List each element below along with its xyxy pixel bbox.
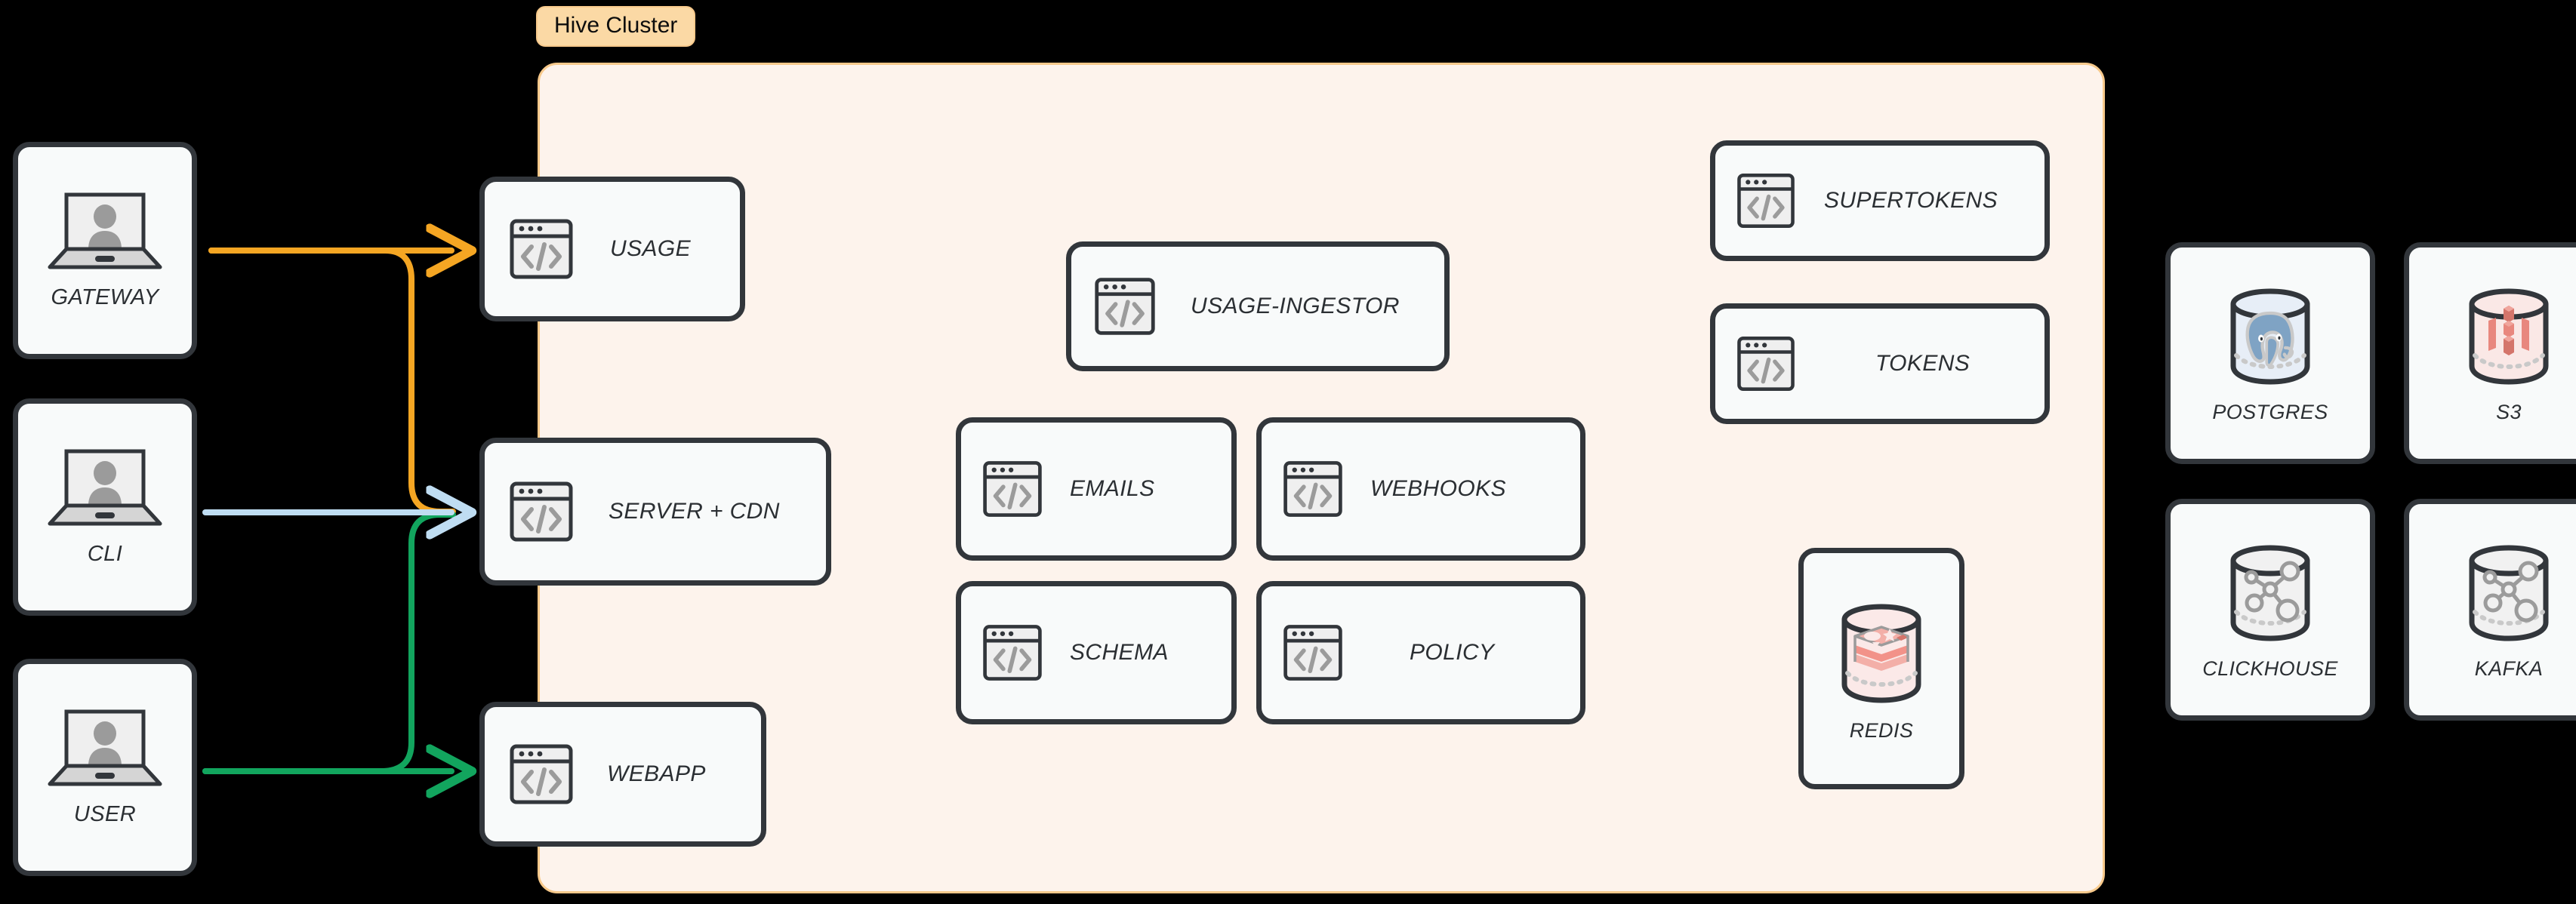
service-node-server-cdn[interactable]: SERVER + CDN xyxy=(479,438,831,586)
service-label: USAGE xyxy=(610,236,692,261)
code-window-icon xyxy=(507,215,575,283)
code-window-icon xyxy=(507,740,575,808)
service-node-tokens[interactable]: TOKENS xyxy=(1710,303,2050,424)
service-label: SCHEMA xyxy=(1070,640,1169,665)
service-node-usage-ingestor[interactable]: USAGE-INGESTOR xyxy=(1066,241,1450,371)
clickhouse-cylinder-icon xyxy=(2214,540,2327,647)
client-node-user[interactable]: USER xyxy=(13,659,197,876)
code-window-icon xyxy=(507,478,575,546)
service-node-emails[interactable]: EMAILS xyxy=(956,417,1237,561)
wire-gateway-to-server-cdn xyxy=(208,248,456,515)
code-window-icon xyxy=(981,621,1044,684)
code-window-icon xyxy=(1281,621,1345,684)
service-node-webhooks[interactable]: WEBHOOKS xyxy=(1256,417,1585,561)
service-label: SUPERTOKENS xyxy=(1824,188,1998,213)
kafka-cylinder-icon xyxy=(2452,540,2565,647)
store-node-s3[interactable]: S3 xyxy=(2404,242,2576,464)
service-label: TOKENS xyxy=(1875,351,1971,376)
service-label: EMAILS xyxy=(1070,476,1155,501)
service-node-policy[interactable]: POLICY xyxy=(1256,581,1585,724)
store-node-kafka[interactable]: KAFKA xyxy=(2404,499,2576,721)
service-label: POLICY xyxy=(1410,640,1495,665)
client-label: GATEWAY xyxy=(51,284,159,309)
store-label: POSTGRES xyxy=(2212,400,2328,423)
code-window-icon xyxy=(1735,333,1797,395)
service-node-webapp[interactable]: WEBAPP xyxy=(479,702,766,847)
laptop-user-icon xyxy=(45,448,165,530)
store-label: CLICKHOUSE xyxy=(2202,656,2338,680)
service-label: WEBAPP xyxy=(607,761,706,786)
client-label: USER xyxy=(73,801,137,826)
service-label: USAGE-INGESTOR xyxy=(1191,294,1400,318)
laptop-user-icon xyxy=(45,192,165,273)
store-node-clickhouse[interactable]: CLICKHOUSE xyxy=(2165,499,2375,721)
laptop-user-icon xyxy=(45,709,165,790)
hive-cluster-badge: Hive Cluster xyxy=(536,6,696,47)
client-label: CLI xyxy=(87,541,123,566)
store-label: KAFKA xyxy=(2474,656,2544,680)
postgres-cylinder-icon xyxy=(2214,283,2327,390)
code-window-icon xyxy=(1092,274,1157,339)
service-label: SERVER + CDN xyxy=(609,499,780,524)
service-node-schema[interactable]: SCHEMA xyxy=(956,581,1237,724)
redis-cylinder-icon xyxy=(1825,595,1938,709)
code-window-icon xyxy=(1735,170,1797,232)
wire-user-to-server-cdn xyxy=(202,512,456,774)
code-window-icon xyxy=(1281,457,1345,521)
s3-cylinder-icon xyxy=(2452,283,2565,390)
service-node-redis[interactable]: REDIS xyxy=(1798,548,1964,789)
service-node-supertokens[interactable]: SUPERTOKENS xyxy=(1710,140,2050,261)
service-label: REDIS xyxy=(1849,718,1914,742)
code-window-icon xyxy=(981,457,1044,521)
client-node-cli[interactable]: CLI xyxy=(13,398,197,616)
store-node-postgres[interactable]: POSTGRES xyxy=(2165,242,2375,464)
service-node-usage[interactable]: USAGE xyxy=(479,177,745,321)
service-label: WEBHOOKS xyxy=(1370,476,1506,501)
store-label: S3 xyxy=(2496,400,2522,423)
client-node-gateway[interactable]: GATEWAY xyxy=(13,142,197,359)
